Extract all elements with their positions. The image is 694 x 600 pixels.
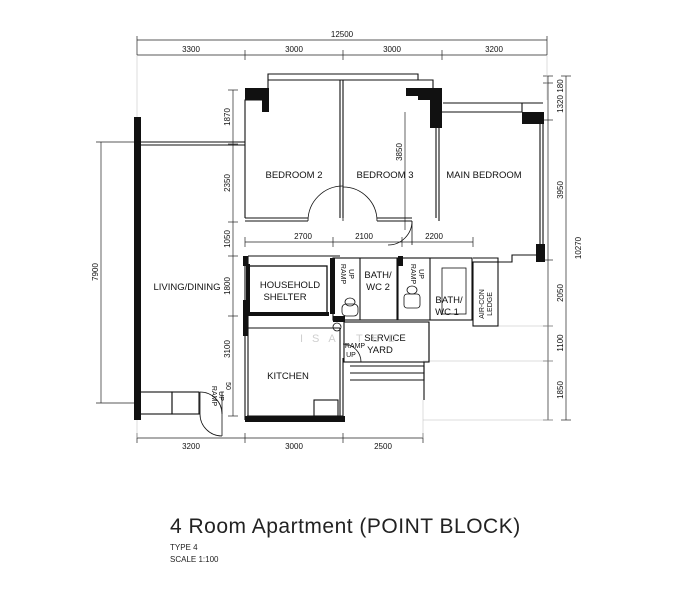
- dim-left-4: 1800: [223, 277, 232, 295]
- dimension-labels: 12500 3300 3000 3000 3200 1870 2350 1050…: [91, 30, 583, 451]
- label-shelter: SHELTER: [263, 292, 306, 303]
- label-kitchen: KITCHEN: [267, 371, 309, 382]
- label-bath-2-line1: BATH/: [364, 270, 392, 281]
- dim-left-overall: 7900: [91, 263, 100, 281]
- plan-title: 4 Room Apartment (POINT BLOCK): [170, 515, 521, 538]
- label-up-bath1: UP: [417, 269, 424, 279]
- dim-left-2: 2350: [223, 174, 232, 192]
- label-bedroom-3: BEDROOM 3: [356, 170, 413, 181]
- dimension-lines: [96, 36, 571, 443]
- label-bath-1-line2: WC 1: [435, 307, 459, 318]
- dim-bottom-1: 3200: [182, 442, 200, 451]
- plan-type: TYPE 4: [170, 543, 198, 552]
- dim-right-6: 1850: [556, 381, 565, 399]
- dim-internal: 3850: [395, 143, 404, 161]
- label-household: HOUSEHOLD: [260, 280, 320, 291]
- dim-right-2: 1320: [556, 95, 565, 113]
- label-bath-2-line2: WC 2: [366, 282, 390, 293]
- room-labels: BEDROOM 2 BEDROOM 3 MAIN BEDROOM LIVING/…: [153, 170, 521, 382]
- label-up-bath2: UP: [347, 269, 354, 279]
- dim-left-5: 3100: [223, 340, 232, 358]
- watermark-text: ISA TED: [300, 333, 405, 345]
- dim-right-4: 2050: [556, 284, 565, 302]
- dim-right-5: 1100: [556, 334, 565, 352]
- thin-walls: [137, 73, 544, 420]
- door-swings: [199, 185, 413, 437]
- label-bedroom-2: BEDROOM 2: [265, 170, 322, 181]
- dim-right-overall: 10270: [574, 236, 583, 259]
- label-up-yard: UP: [346, 352, 356, 359]
- thick-walls: [134, 88, 545, 422]
- dim-top-2: 3000: [285, 45, 303, 54]
- label-aircon: AIR-CON: [479, 289, 486, 319]
- label-living-dining: LIVING/DINING: [153, 282, 220, 293]
- label-bath-1-line1: BATH/: [435, 295, 463, 306]
- label-ramp-bath1: RAMP: [409, 264, 416, 285]
- dim-mid-3: 2200: [425, 232, 443, 241]
- dim-bottom-3: 2500: [374, 442, 392, 451]
- dim-right-3: 3950: [556, 181, 565, 199]
- caption-block: 4 Room Apartment (POINT BLOCK) TYPE 4 SC…: [170, 515, 521, 564]
- label-ramp-entrance: RAMP: [210, 386, 217, 407]
- dim-top-3: 3000: [383, 45, 401, 54]
- dim-top-4: 3200: [485, 45, 503, 54]
- plan-scale: SCALE 1:100: [170, 555, 219, 564]
- label-ledge: LEDGE: [487, 292, 494, 316]
- label-entrance-dim: 50: [224, 382, 231, 390]
- dim-mid-2: 2100: [355, 232, 373, 241]
- dim-mid-1: 2700: [294, 232, 312, 241]
- sanitary-fixtures: [332, 267, 467, 332]
- dim-bottom-2: 3000: [285, 442, 303, 451]
- dim-left-1: 1870: [223, 108, 232, 126]
- dim-top-overall: 12500: [331, 30, 354, 39]
- dim-top-1: 3300: [182, 45, 200, 54]
- label-yard: YARD: [367, 345, 393, 356]
- ramp-labels: RAMP UP RAMP UP RAMP UP RAMP UP 50: [210, 264, 424, 407]
- label-ramp-bath2: RAMP: [339, 264, 346, 285]
- label-service: SERVICE: [364, 333, 406, 344]
- dim-left-3: 1050: [223, 230, 232, 248]
- label-up-entrance: UP: [217, 391, 224, 401]
- label-main-bedroom: MAIN BEDROOM: [446, 170, 522, 181]
- label-ramp-yard: RAMP: [345, 343, 366, 350]
- dim-right-1: 180: [556, 79, 565, 93]
